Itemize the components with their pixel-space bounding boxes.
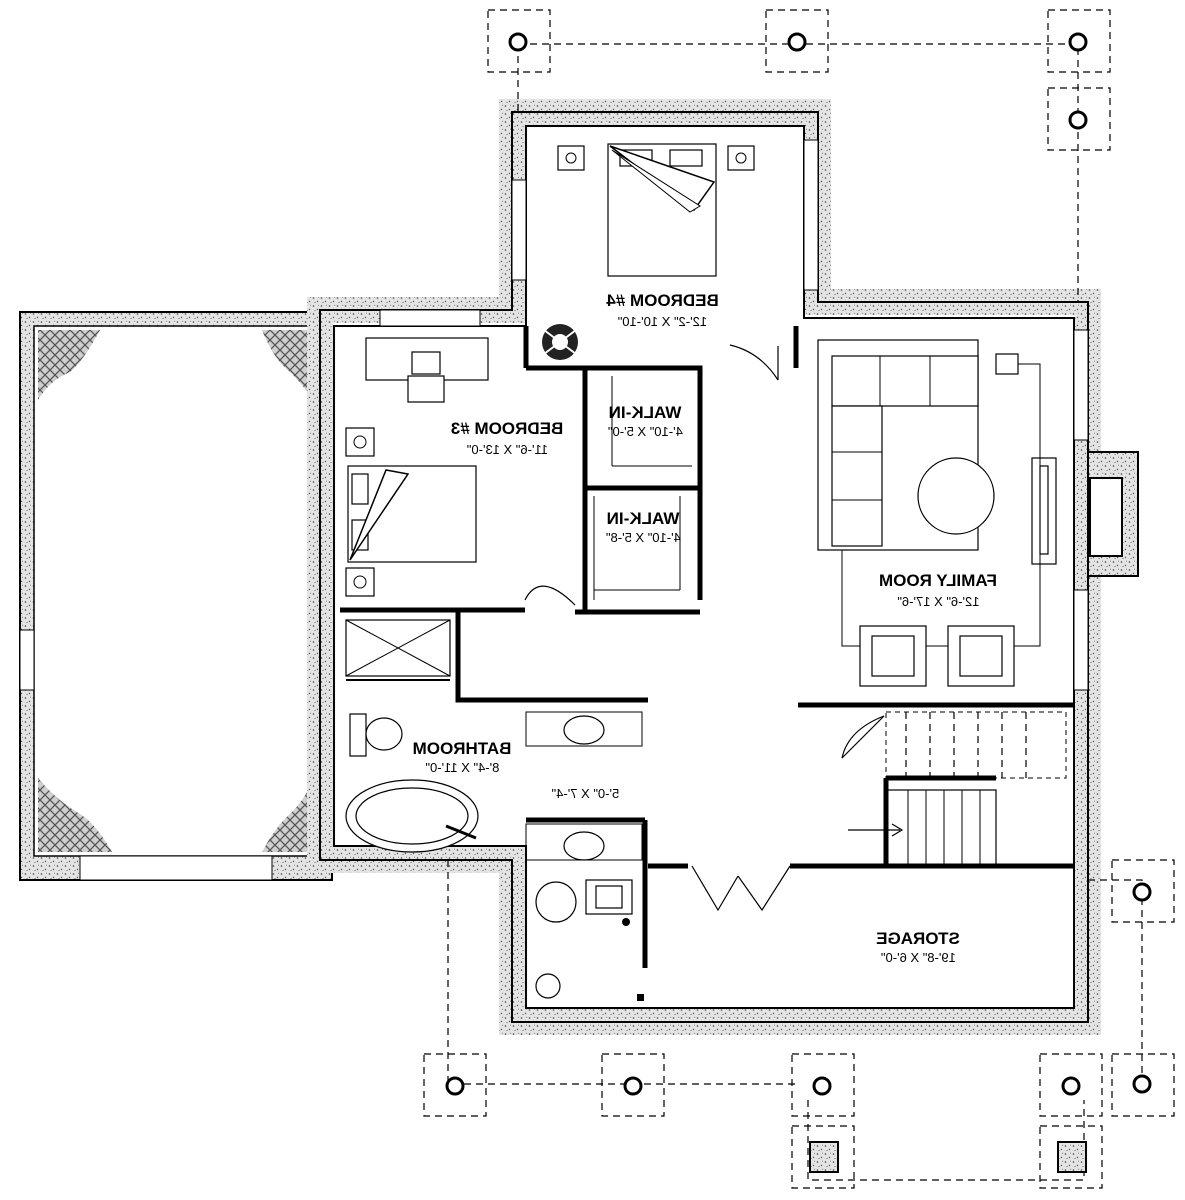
deck-outline xyxy=(447,43,1143,1181)
walkin-lower-name: WALK-IN xyxy=(607,509,680,528)
round-coffee-table xyxy=(917,457,995,535)
label-walkin-upper: WALK-IN 4'-10" X 5'-0" xyxy=(608,403,683,439)
storage-size: 19'-8" X 6'-0" xyxy=(881,950,956,965)
bathtub xyxy=(345,779,479,853)
walkin-lower-size: 4'-10" X 5'-8" xyxy=(606,530,681,545)
vanity-size: 5'-0" X 7'-4" xyxy=(551,786,619,801)
bedroom3-bed xyxy=(345,427,477,597)
label-bedroom4: BEDROOM #4 12'-2" X 10'-10" xyxy=(606,291,719,329)
sinks xyxy=(525,711,643,861)
label-bathroom: BATHROOM 8'-4" X 11'-0" xyxy=(413,739,512,775)
walkin-upper-size: 4'-10" X 5'-0" xyxy=(608,424,683,439)
bedroom3-name: BEDROOM #3 xyxy=(451,419,563,438)
desk xyxy=(365,337,489,403)
armchairs xyxy=(859,625,1015,687)
storage-name: STORAGE xyxy=(876,929,960,948)
shower xyxy=(345,619,451,681)
bedroom4-size: 12'-2" X 10'-10" xyxy=(617,314,707,329)
bedroom4-bed xyxy=(557,143,755,277)
doors xyxy=(524,344,885,912)
label-storage: STORAGE 19'-8" X 6'-0" xyxy=(876,929,960,965)
utility-fixtures xyxy=(535,879,644,1001)
stairs xyxy=(848,711,1067,867)
family-name: FAMILY ROOM xyxy=(879,571,997,590)
tv-console xyxy=(841,353,1057,647)
label-vanity: 5'-0" X 7'-4" xyxy=(551,786,619,801)
bedroom3-size: 11'-6" X 13'-0" xyxy=(466,442,548,457)
bathroom-name: BATHROOM xyxy=(413,739,512,758)
toilet xyxy=(349,713,403,757)
label-walkin-lower: WALK-IN 4'-10" X 5'-8" xyxy=(606,509,681,545)
closet-rods xyxy=(593,376,692,600)
family-size: 12'-6" X 17'-6" xyxy=(897,594,980,609)
bedroom4-name: BEDROOM #4 xyxy=(606,291,719,310)
deck-posts xyxy=(423,9,1175,1189)
exterior-walls xyxy=(307,99,1139,1035)
label-bedroom3: BEDROOM #3 11'-6" X 13'-0" xyxy=(451,419,563,457)
plant-icon xyxy=(542,324,578,360)
label-family-room: FAMILY ROOM 12'-6" X 17'-6" xyxy=(879,571,997,609)
bathroom-size: 8'-4" X 11'-0" xyxy=(425,760,499,775)
patio xyxy=(19,311,333,881)
walkin-upper-name: WALK-IN xyxy=(609,403,682,422)
